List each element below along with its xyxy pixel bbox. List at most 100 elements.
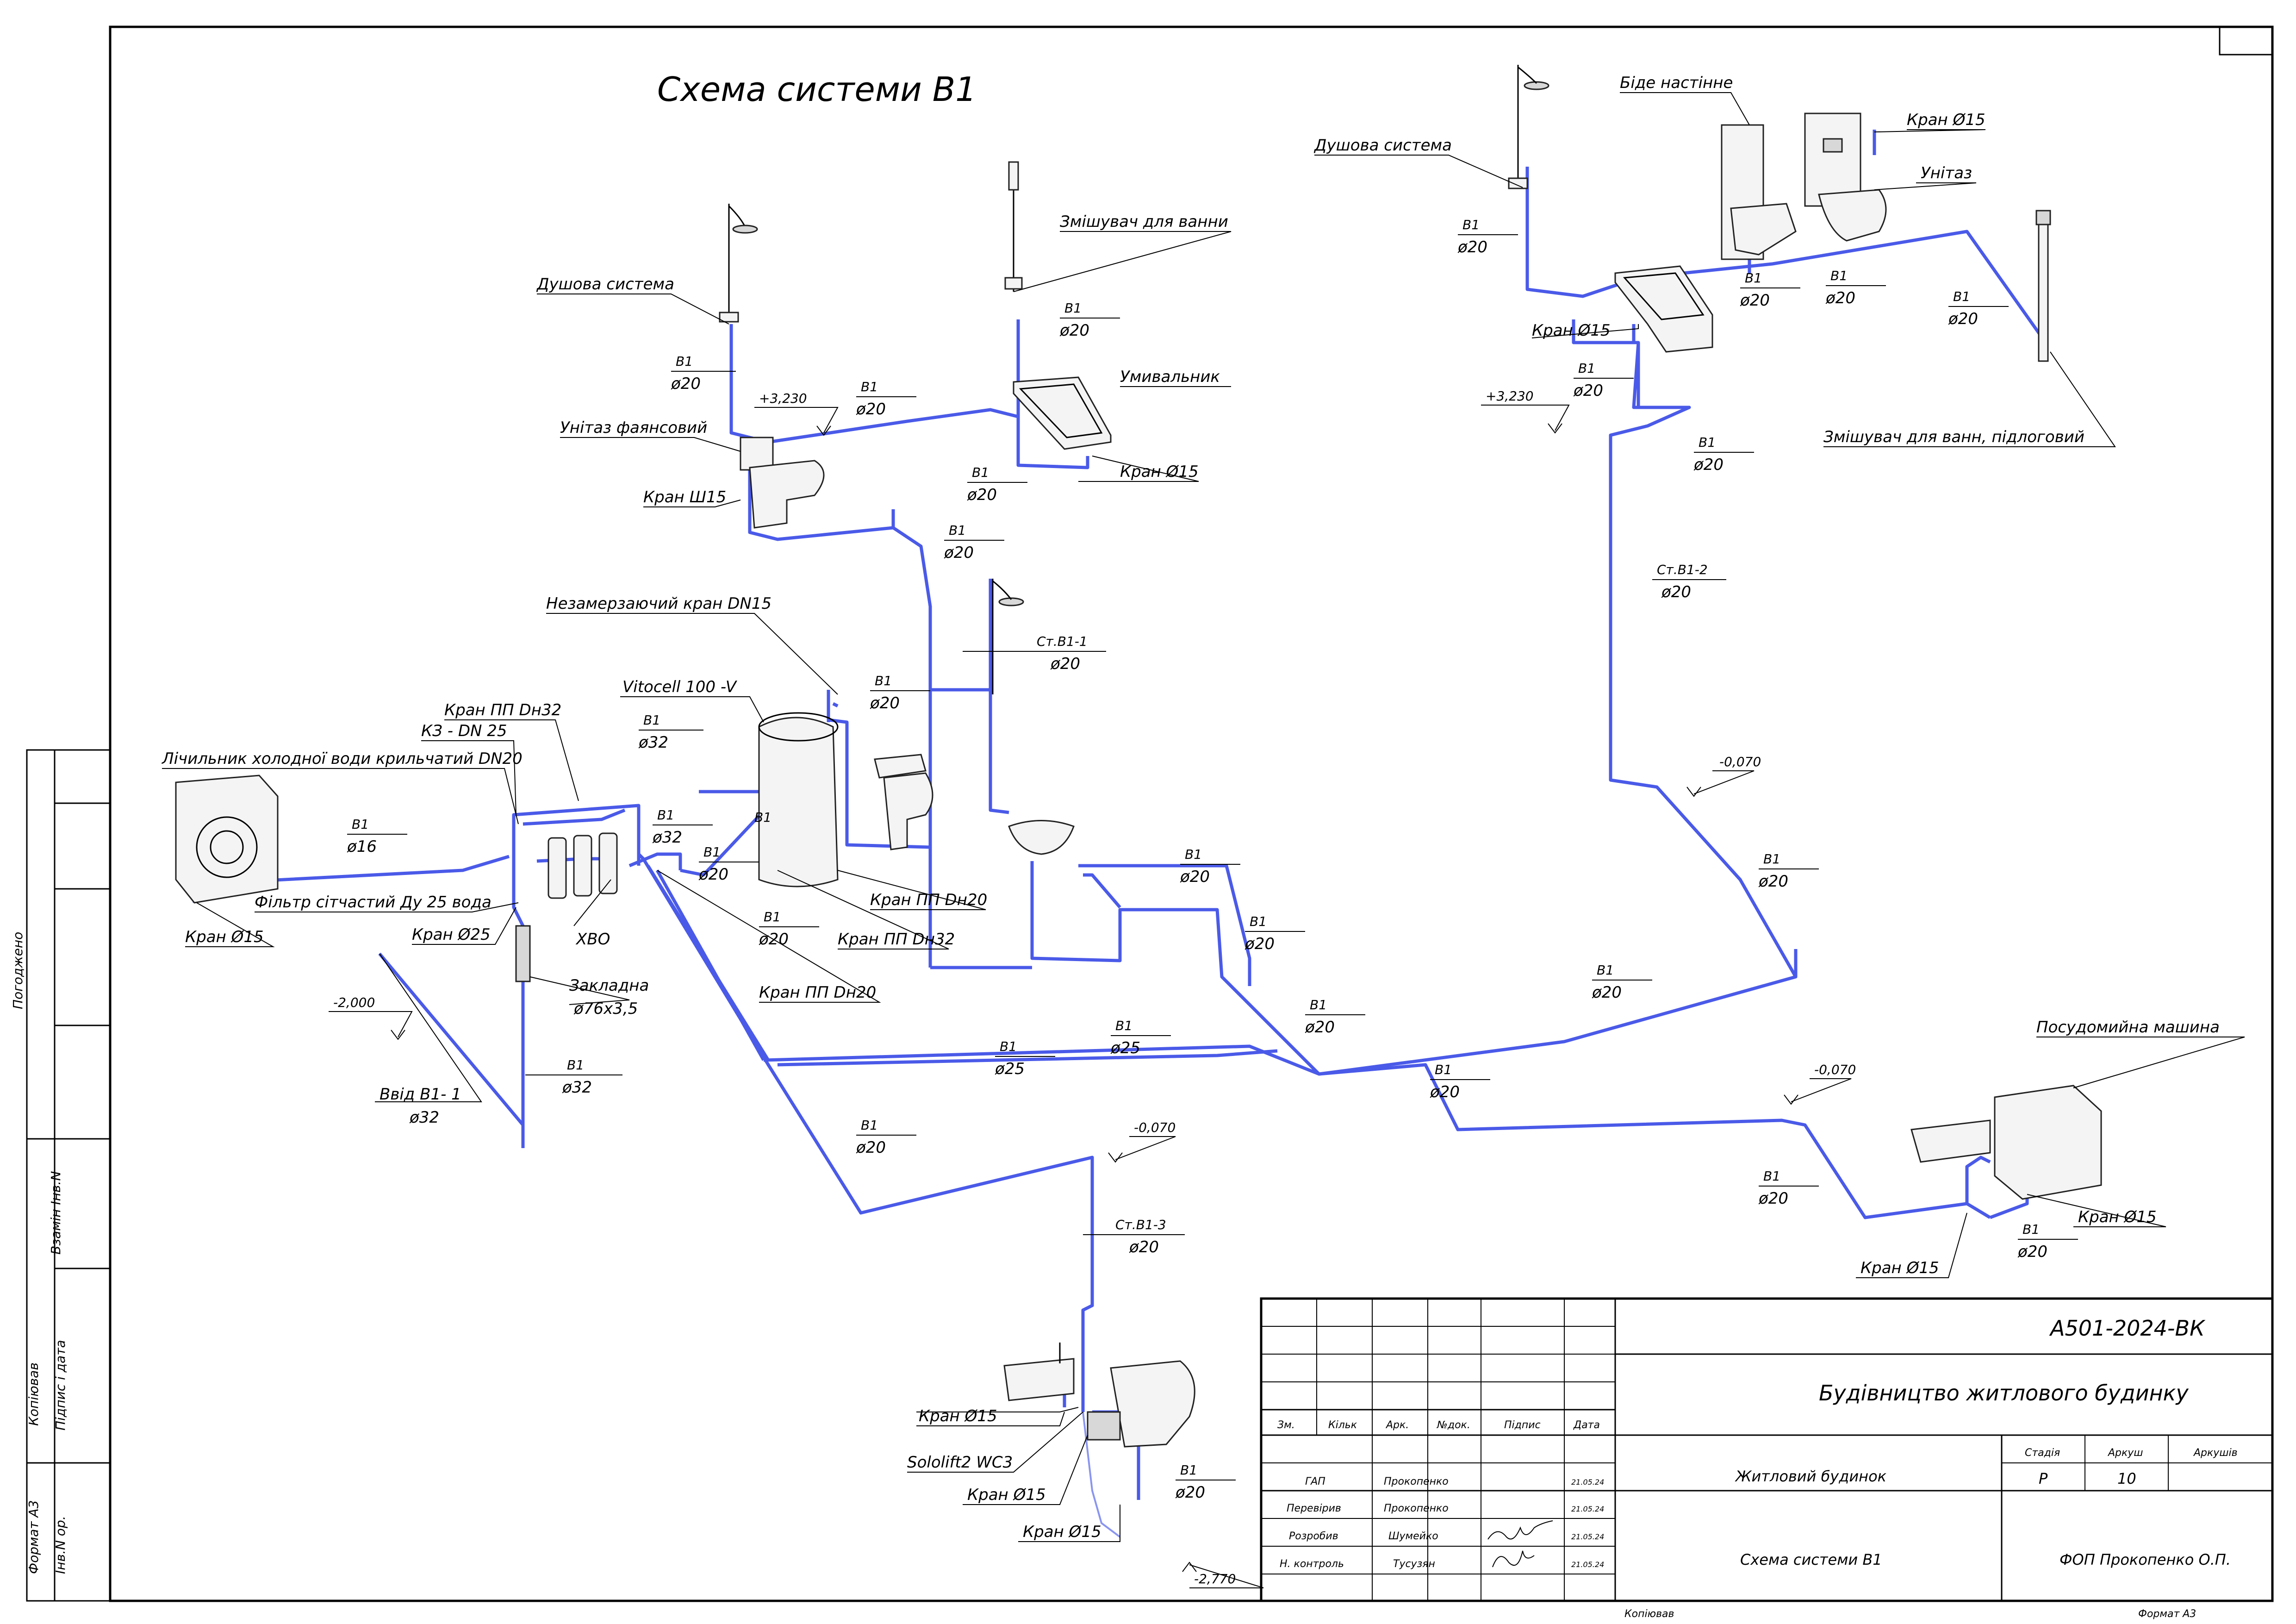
svg-text:ø32: ø32 (562, 1078, 592, 1097)
elevation-mark: -0,070 (1686, 754, 1761, 797)
row-role: Н. контроль (1280, 1558, 1344, 1570)
label-valve-pp20-b: Кран ПП Dн20 (759, 983, 876, 1002)
row-role: Перевірив (1287, 1503, 1341, 1514)
sheets-header: Аркушів (2193, 1447, 2238, 1459)
project-name: Будівництво житлового будинку (1819, 1380, 2189, 1405)
svg-text:В1: В1 (1578, 361, 1595, 376)
filter-cartridges (548, 832, 618, 899)
label-toilet-right: Унітаз (1921, 164, 1972, 182)
label-valve15-e: Кран Ø15 (2078, 1208, 2157, 1226)
svg-text:ø20: ø20 (967, 486, 997, 504)
label-inlet: Ввід В1- 1 (380, 1085, 461, 1104)
outer-frame (109, 25, 2274, 1602)
svg-text:ø20: ø20 (698, 865, 728, 884)
svg-text:ø20: ø20 (1825, 289, 1855, 307)
label-sleeve-dia: ø76x3,5 (573, 999, 638, 1018)
title-block: А501-2024-ВК Будівництво житлового будин… (1260, 1297, 2274, 1620)
svg-text:В1: В1 (567, 1057, 584, 1073)
label-antifreeze: Незамерзаючий кран DN15 (546, 594, 772, 613)
svg-text:ø20: ø20 (1693, 456, 1724, 474)
bidet (1721, 124, 1797, 260)
side-copied: Копіював (26, 1362, 41, 1426)
svg-text:ø20: ø20 (1592, 983, 1622, 1002)
label-bidet: Біде настінне (1620, 74, 1733, 92)
row-role: ГАП (1305, 1476, 1325, 1487)
row-date: 21.05.24 (1571, 1560, 1604, 1569)
elevation-mark: +3,230 (1481, 388, 1570, 434)
svg-text:+3,230: +3,230 (759, 391, 807, 406)
row-date: 21.05.24 (1571, 1505, 1604, 1513)
svg-text:В1: В1 (1745, 270, 1762, 286)
label-hvo: ХВО (575, 930, 610, 949)
doc-code: А501-2024-ВК (2049, 1316, 2206, 1341)
row-date: 21.05.24 (1571, 1478, 1604, 1487)
pipe-network (193, 130, 2047, 1538)
label-sink: Умивальник (1120, 368, 1220, 386)
svg-text:В1: В1 (2022, 1222, 2040, 1237)
svg-text:В1: В1 (1830, 268, 1848, 283)
svg-text:В1: В1 (1115, 1018, 1132, 1033)
svg-text:ø16: ø16 (347, 837, 377, 856)
svg-text:ø20: ø20 (1129, 1238, 1159, 1256)
svg-text:ø20: ø20 (1758, 872, 1788, 891)
fixtures (175, 65, 2102, 1448)
label-valve-sh15: Кран Ш15 (643, 488, 726, 506)
toilet-faience (740, 437, 825, 529)
company-name: ФОП Прокопенко О.П. (2060, 1551, 2231, 1568)
row-name: Прокопенко (1384, 1503, 1449, 1514)
label-vitocell: Vitocell 100 -V (622, 678, 738, 696)
svg-text:ø20: ø20 (856, 1138, 886, 1157)
shower-left (719, 204, 758, 323)
sheet-title: Схема системи В1 (1740, 1551, 1882, 1568)
side-replace: Взамін Інв.N (48, 1171, 63, 1255)
svg-text:ø20: ø20 (856, 400, 886, 418)
col-header: Кільк (1328, 1419, 1357, 1431)
label-shower-right: Душова система (1313, 136, 1452, 155)
svg-text:В1: В1 (703, 844, 721, 860)
bottom-sink (1003, 1343, 1075, 1401)
row-name: Прокопенко (1384, 1476, 1449, 1487)
sleeve (515, 925, 531, 982)
washbasin-mid (1008, 820, 1075, 855)
elevation-mark: -0,070 (1108, 1120, 1176, 1163)
svg-text:ø32: ø32 (638, 733, 668, 752)
footer-copied: Копіював (1624, 1608, 1674, 1620)
svg-text:В1: В1 (1310, 997, 1327, 1012)
side-agreed: Погоджено (10, 932, 25, 1009)
label-filter: Фільтр сітчастий Ду 25 вода (255, 893, 492, 912)
svg-text:В1: В1 (676, 354, 693, 369)
label-sleeve: Закладна (569, 976, 649, 995)
svg-text:ø25: ø25 (1110, 1039, 1140, 1057)
svg-text:ø20: ø20 (1430, 1083, 1460, 1101)
svg-text:ø20: ø20 (1050, 655, 1080, 673)
footer-format: Формат А3 (2138, 1608, 2196, 1620)
label-valve15-g: Кран Ø15 (919, 1407, 997, 1425)
svg-text:В1: В1 (1185, 847, 1202, 862)
row-role: Розробив (1289, 1530, 1338, 1542)
svg-text:В1: В1 (754, 810, 772, 825)
svg-text:-2,000: -2,000 (333, 995, 375, 1010)
label-meter: Лічильник холодної води крильчатий DN20 (161, 750, 523, 768)
svg-text:ø20: ø20 (1457, 238, 1487, 256)
svg-text:В1: В1 (1000, 1039, 1017, 1054)
stage-header: Стадія (2025, 1447, 2060, 1459)
row-date: 21.05.24 (1571, 1532, 1604, 1541)
